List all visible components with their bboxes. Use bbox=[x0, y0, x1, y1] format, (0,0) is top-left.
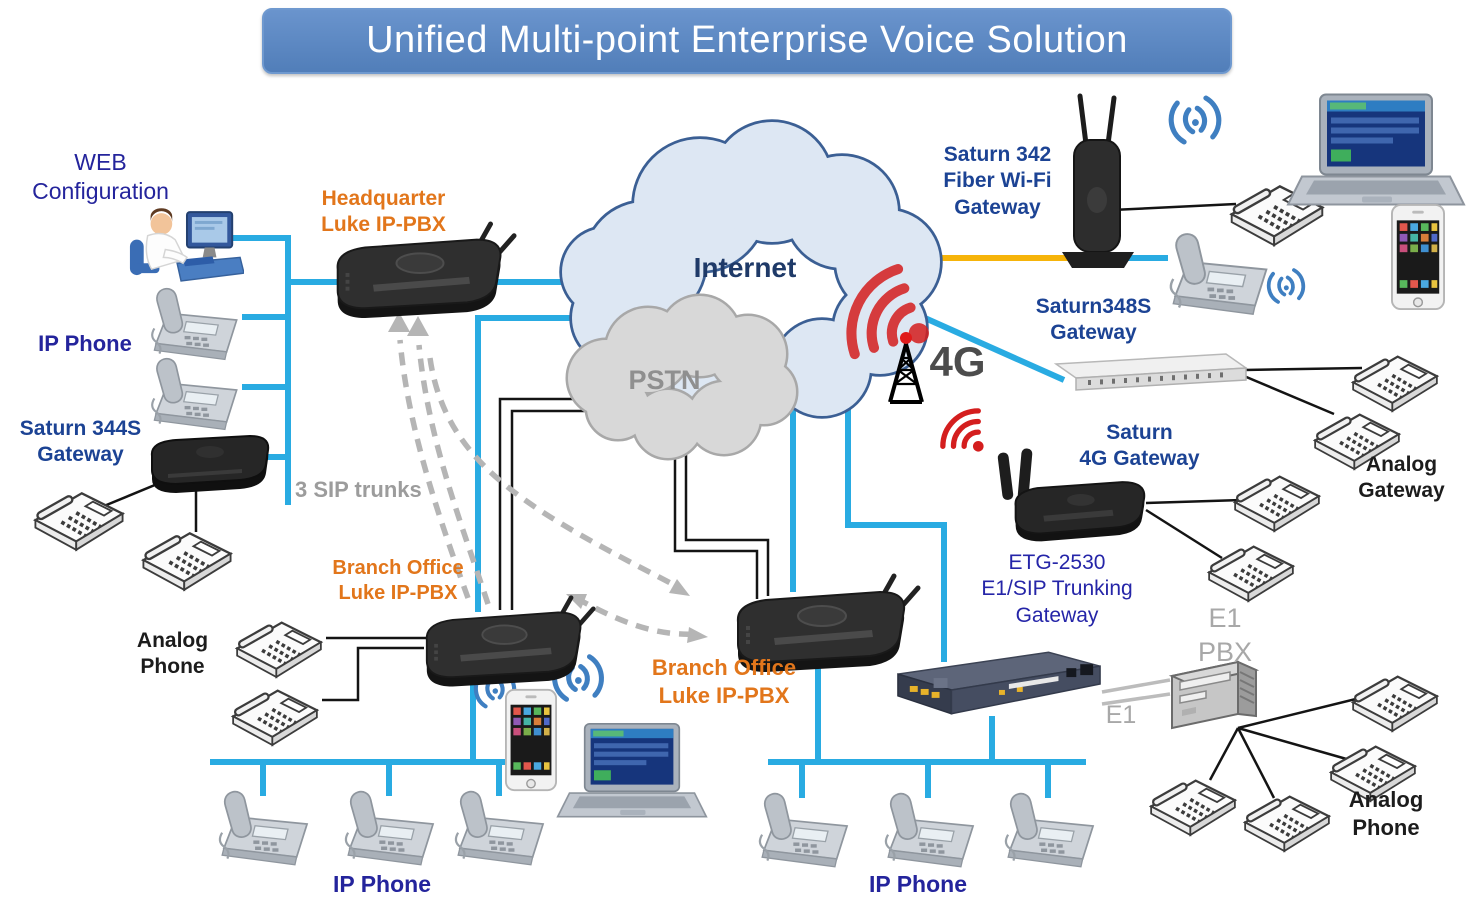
ip-phone bbox=[151, 357, 238, 431]
analog-phone bbox=[1353, 677, 1437, 731]
analog-phone bbox=[233, 691, 317, 745]
wifi-icon bbox=[1264, 267, 1308, 305]
label-ip-phone-left: IP Phone bbox=[38, 331, 132, 356]
label-analog-phone-left: Analog Phone bbox=[136, 629, 209, 679]
saturn-344s-device bbox=[150, 435, 270, 494]
label-branch-office-center: Branch Office Luke IP-PBX bbox=[651, 655, 797, 708]
sip-trunk-arrows bbox=[388, 312, 708, 643]
label-analog-phone-right: Analog Phone bbox=[1348, 787, 1424, 840]
label-sip-trunks: 3 SIP trunks bbox=[295, 477, 422, 502]
label-pstn: PSTN bbox=[628, 365, 701, 395]
ip-phone bbox=[758, 792, 849, 868]
analog-phone bbox=[143, 533, 230, 590]
lte-signal-icon bbox=[943, 411, 984, 452]
analog-phone bbox=[1353, 357, 1437, 411]
e1-pbx-device bbox=[1171, 661, 1257, 729]
label-saturn-342: Saturn 342 Fiber Wi-Fi Gateway bbox=[943, 143, 1052, 219]
ip-phone bbox=[218, 790, 309, 866]
label-4g: 4G bbox=[929, 338, 986, 385]
label-web-configuration: WEB Configuration bbox=[32, 149, 169, 204]
label-ip-phone-bottom-center: IP Phone bbox=[869, 871, 967, 897]
ip-phone bbox=[884, 792, 975, 868]
label-saturn-348s: Saturn348S Gateway bbox=[1035, 295, 1152, 345]
label-e1-link: E1 bbox=[1105, 701, 1137, 729]
analog-phone bbox=[1209, 547, 1293, 601]
title-banner: Unified Multi-point Enterprise Voice Sol… bbox=[262, 8, 1232, 74]
label-etg-2530: ETG-2530 E1/SIP Trunking Gateway bbox=[981, 551, 1133, 627]
label-internet: Internet bbox=[693, 252, 797, 283]
smartphone bbox=[1390, 203, 1446, 311]
laptop bbox=[556, 722, 708, 818]
analog-phone bbox=[1245, 797, 1329, 851]
analog-phone bbox=[237, 623, 321, 677]
label-e1-pbx: E1 PBX bbox=[1197, 603, 1253, 667]
ip-phone bbox=[454, 790, 545, 866]
ip-phone bbox=[1004, 792, 1095, 868]
admin-workstation bbox=[128, 207, 244, 282]
pstn-cloud bbox=[565, 293, 799, 461]
saturn-342-device bbox=[1062, 96, 1134, 268]
saturn-348s-device bbox=[1055, 353, 1247, 391]
label-ip-phone-bottom-left: IP Phone bbox=[333, 871, 431, 897]
wifi-icon bbox=[1168, 96, 1222, 143]
analog-phone bbox=[1235, 477, 1319, 531]
analog-phone bbox=[35, 493, 122, 550]
laptop bbox=[1286, 93, 1466, 206]
ip-phone bbox=[1169, 232, 1268, 316]
e1-link-lines bbox=[1101, 678, 1171, 706]
label-analog-gateway: Analog Gateway bbox=[1358, 453, 1445, 503]
branch-left-ip-pbx-device bbox=[427, 598, 594, 687]
ip-phone bbox=[344, 790, 435, 866]
ip-phone bbox=[151, 287, 238, 361]
label-saturn-4g: Saturn 4G Gateway bbox=[1079, 421, 1200, 471]
label-saturn-344s: Saturn 344S Gateway bbox=[19, 417, 142, 467]
label-headquarter: Headquarter Luke IP-PBX bbox=[321, 187, 446, 237]
label-branch-office-left: Branch Office Luke IP-PBX bbox=[332, 557, 464, 604]
smartphone bbox=[504, 688, 558, 792]
etg-2530-device bbox=[897, 651, 1101, 715]
connection-lines bbox=[103, 202, 1369, 799]
analog-phone bbox=[1151, 781, 1235, 835]
